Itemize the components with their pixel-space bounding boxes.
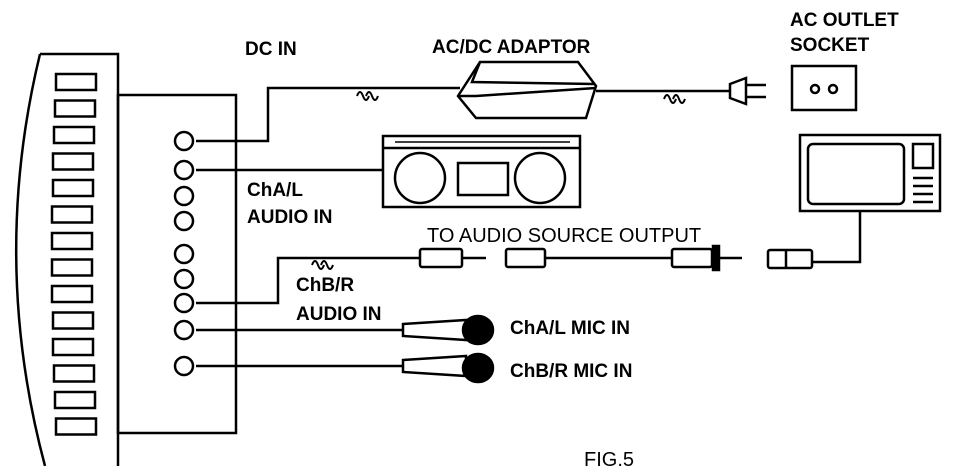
boombox-icon — [383, 136, 580, 207]
fader-slot — [53, 180, 93, 196]
fader-slot — [53, 339, 93, 355]
chb-mic-label: ChB/R MIC IN — [510, 361, 633, 382]
fader-slot — [56, 419, 96, 435]
input-jack — [175, 132, 193, 150]
power-plug-icon — [730, 78, 766, 104]
ac-outlet-label-line2: SOCKET — [790, 35, 870, 56]
fader-slot — [53, 313, 93, 329]
rca-plugs — [420, 246, 812, 270]
tv-cable — [812, 212, 860, 262]
audio-source-label: TO AUDIO SOURCE OUTPUT — [427, 225, 702, 247]
outlet-socket-icon — [792, 66, 856, 110]
input-jack — [175, 270, 193, 288]
mixer-unit-icon — [16, 54, 236, 466]
input-jack — [175, 161, 193, 179]
fader-slot — [52, 233, 92, 249]
television-icon — [800, 135, 940, 211]
adaptor-label: AC/DC ADAPTOR — [432, 37, 591, 58]
input-jack — [175, 245, 193, 263]
ac-outlet-label-line1: AC OUTLET — [790, 10, 899, 31]
input-jack — [175, 357, 193, 375]
fader-slot — [55, 101, 95, 117]
input-jacks — [175, 132, 193, 375]
input-jack — [175, 187, 193, 205]
fader-slot — [53, 154, 93, 170]
fader-slot — [54, 127, 94, 143]
chb-audio-label-line2: AUDIO IN — [296, 304, 382, 325]
input-jack — [175, 294, 193, 312]
fader-slot — [56, 74, 96, 90]
fader-slot — [54, 366, 94, 382]
figure-label: FIG.5 — [584, 449, 635, 471]
dc-in-label: DC IN — [245, 39, 297, 60]
chb-audio-label-line1: ChB/R — [296, 275, 355, 296]
microphone-icon — [403, 316, 493, 344]
fader-slot — [52, 260, 92, 276]
microphone-icon — [403, 354, 493, 382]
cha-mic-label: ChA/L MIC IN — [510, 318, 630, 339]
fader-slot — [55, 392, 95, 408]
chb-audio-cable — [196, 258, 420, 303]
fader-slot — [52, 286, 92, 302]
input-jack — [175, 212, 193, 230]
cables — [196, 88, 860, 366]
fader-slots — [52, 74, 96, 435]
input-jack — [175, 321, 193, 339]
cha-audio-label-line1: ChA/L — [247, 180, 303, 201]
dc-cable — [196, 88, 460, 141]
cha-audio-label-line2: AUDIO IN — [247, 207, 333, 228]
fader-slot — [52, 207, 92, 223]
ac-dc-adaptor-icon — [458, 62, 596, 118]
